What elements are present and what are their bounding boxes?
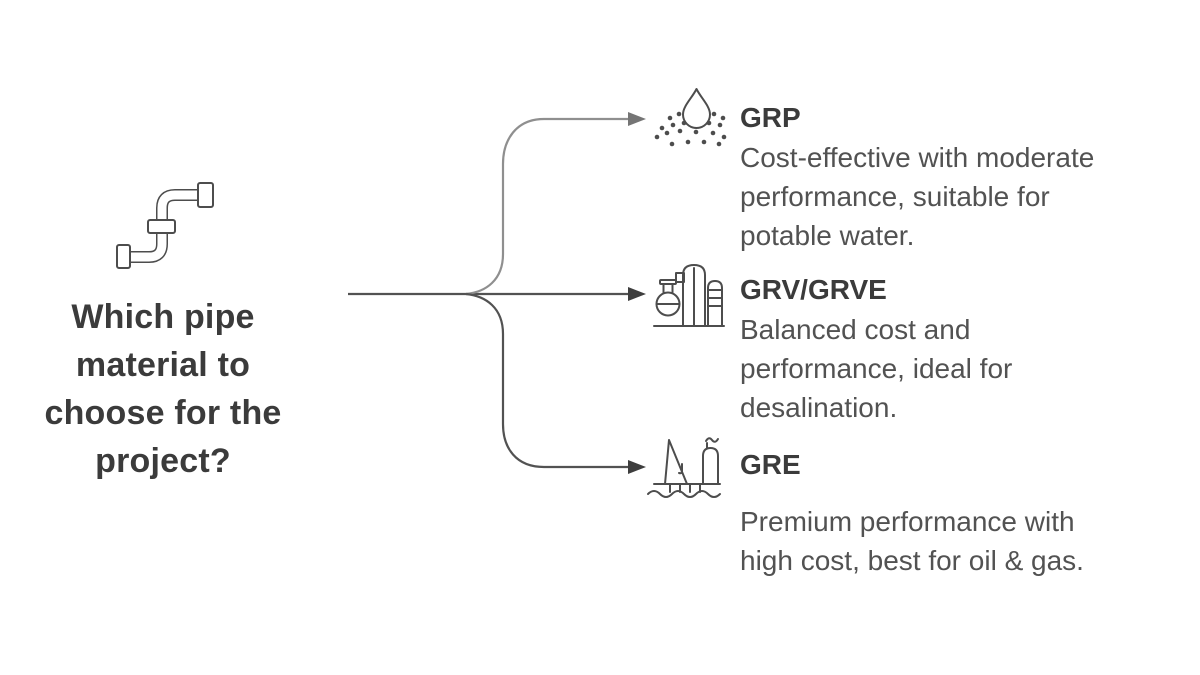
- option-grv-grve-description: Balanced cost and performance, ideal for…: [740, 314, 1013, 423]
- branch-line-bottom: [465, 292, 630, 469]
- desalination-plant-icon: [653, 264, 725, 327]
- option-grp-title: GRP: [740, 102, 801, 133]
- question-line: material to: [75, 346, 251, 384]
- arrowhead-top: [628, 112, 646, 126]
- option-gre-description: Premium performance with high cost, best…: [740, 506, 1084, 576]
- option-gre: GRE Premium performance with high cost, …: [740, 445, 1170, 580]
- option-grp: GRP Cost-effective with moderate perform…: [740, 98, 1170, 255]
- arrowhead-middle: [628, 287, 646, 301]
- arrowhead-bottom: [628, 460, 646, 474]
- pipe-icon: [116, 182, 214, 269]
- question-line: choose for the: [44, 394, 282, 432]
- option-gre-title: GRE: [740, 449, 801, 480]
- question-title: Which pipe material to choose for the pr…: [8, 293, 318, 485]
- option-grv-grve: GRV/GRVE Balanced cost and performance, …: [740, 270, 1170, 427]
- water-spray-icon: [654, 88, 727, 147]
- question-line: Which pipe: [71, 298, 255, 336]
- offshore-oil-rig-icon: [647, 437, 721, 498]
- option-grv-grve-title: GRV/GRVE: [740, 274, 887, 305]
- option-grp-description: Cost-effective with moderate performance…: [740, 142, 1095, 251]
- question-line: project?: [95, 442, 231, 480]
- branch-line-top: [465, 117, 630, 296]
